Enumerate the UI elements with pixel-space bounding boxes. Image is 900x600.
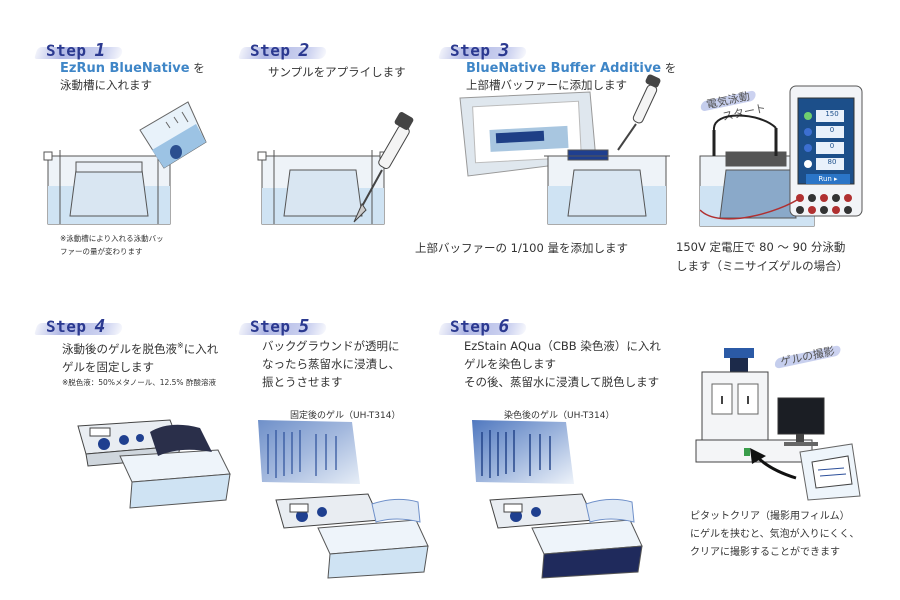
screen-value-4: 80	[827, 158, 837, 166]
step-number: 2	[298, 40, 310, 61]
step1-instruction: EzRun BlueNative を 泳動槽に入れます	[60, 60, 205, 93]
step6-instruction: EzStain AQua（CBB 染色液）に入れ ゲルを染色します その後、蒸留…	[464, 337, 661, 391]
step4-line1b: に入れ	[183, 341, 219, 356]
step4-note: ※脱色液：50%メタノール、12.5% 酢酸溶液	[62, 378, 216, 387]
step-6-badge: Step 6	[438, 316, 528, 338]
power-supply-unit	[699, 85, 863, 220]
step4-line2: ゲルを固定します	[62, 359, 154, 374]
arrow-icon	[750, 448, 797, 480]
step-number: 4	[94, 316, 106, 337]
step4-instruction: 泳動後のゲルを脱色液※に入れ ゲルを固定します	[62, 337, 218, 376]
step6-line3: その後、蒸留水に浸漬して脱色します	[464, 375, 660, 389]
step-1-badge: Step 1	[34, 40, 124, 62]
step1-note-line2: ファーの量が変わります	[60, 247, 143, 256]
step-label: Step	[46, 41, 87, 60]
step-2-badge: Step 2	[238, 40, 328, 62]
stain-container	[531, 498, 643, 579]
pipette-icon	[353, 112, 414, 223]
step5-gel-label: 固定後のゲル（UH-T314）	[290, 411, 401, 421]
stained-gel-image	[472, 420, 574, 484]
step-label: Step	[250, 41, 291, 60]
step5-instruction: バックグラウンドが透明に なったら蒸留水に浸漬し、 振とうさせます	[262, 337, 400, 391]
step6-gel-label: 染色後のゲル（UH-T314）	[504, 411, 615, 421]
step1-note-line1: ※泳動槽により入れる泳動バッ	[60, 234, 164, 243]
pipette-icon	[617, 74, 661, 151]
step3-caption: 上部バッファーの 1/100 量を添加します	[415, 241, 628, 255]
imaging-caption-line1: ピタットクリア（撮影用フィルム）	[690, 511, 850, 522]
step-number: 5	[298, 316, 310, 337]
screen-value-1: 150	[825, 110, 839, 118]
electro-caption-line1: 150V 定電圧で 80 ～ 90 分泳動	[676, 240, 846, 254]
step6-line2: ゲルを染色します	[464, 357, 556, 371]
electrophoresis-tank	[43, 150, 175, 225]
electro-caption-line2: します（ミニサイズゲルの場合）	[676, 259, 849, 273]
imaging-caption-line3: クリアに撮影することができます	[690, 547, 840, 558]
step2-instruction: サンプルをアプライします	[268, 65, 406, 79]
gel-container	[317, 498, 429, 579]
step-label: Step	[46, 317, 87, 336]
step6-line1: EzStain AQua（CBB 染色液）に入れ	[464, 339, 661, 353]
step4-sup: ※	[177, 341, 184, 350]
step3-instruction: BlueNative Buffer Additive を 上部槽バッファーに添加…	[466, 60, 676, 93]
zoom-photo	[459, 91, 597, 177]
imaging-caption-line2: にゲルを挟むと、気泡が入りにくく、	[690, 529, 860, 540]
monitor-icon	[777, 397, 825, 446]
step-number: 3	[498, 40, 510, 61]
shaker-icon	[489, 493, 595, 529]
step1-note: ※泳動槽により入れる泳動バッ ファーの量が変わります	[60, 232, 164, 258]
step-label: Step	[450, 317, 491, 336]
run-button: Run ▸	[818, 175, 838, 183]
step3-line2: 上部槽バッファーに添加します	[466, 78, 627, 92]
electrophoresis-tank	[544, 149, 670, 225]
gel-container	[119, 424, 231, 509]
step3-tail: を	[664, 61, 677, 75]
electro-caption: 150V 定電圧で 80 ～ 90 分泳動 します（ミニサイズゲルの場合）	[676, 238, 848, 276]
step4-line1: 泳動後のゲルを脱色液	[62, 341, 177, 356]
beaker-icon	[139, 101, 207, 169]
step-number: 6	[498, 316, 510, 337]
step1-line2: 泳動槽に入れます	[60, 78, 152, 92]
step-4-badge: Step 4	[34, 316, 124, 338]
output-jacks	[796, 194, 852, 214]
step-3-badge: Step 3	[438, 40, 528, 62]
step5-line1: バックグラウンドが透明に	[262, 339, 400, 353]
step-5-badge: Step 5	[238, 316, 328, 338]
fixed-gel-image	[258, 420, 360, 484]
imaging-caption: ピタットクリア（撮影用フィルム） にゲルを挟むと、気泡が入りにくく、 クリアに撮…	[690, 508, 859, 562]
step5-line3: 振とうさせます	[262, 375, 343, 389]
step-label: Step	[250, 317, 291, 336]
step3-product: BlueNative Buffer Additive	[466, 61, 662, 76]
step1-product: EzRun BlueNative	[60, 61, 190, 76]
screen-value-3: 0	[829, 142, 835, 150]
step1-tail: を	[193, 61, 205, 75]
step-number: 1	[94, 40, 106, 61]
step5-line2: なったら蒸留水に浸漬し、	[262, 357, 400, 371]
step-label: Step	[450, 41, 491, 60]
film-sheet	[799, 443, 861, 501]
screen-value-2: 0	[829, 126, 835, 134]
